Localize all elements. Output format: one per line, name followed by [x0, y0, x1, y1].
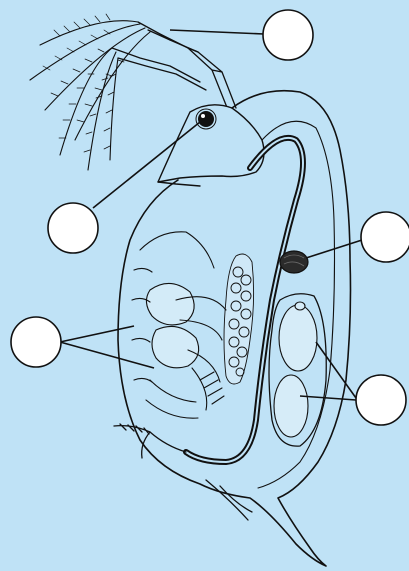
label-legs[interactable]: [11, 317, 61, 367]
label-eggs[interactable]: [356, 375, 406, 425]
thoracic-legs-icon: [132, 232, 226, 418]
label-antenna[interactable]: [263, 10, 313, 60]
heart-icon: [280, 251, 308, 273]
label-heart[interactable]: [361, 212, 409, 262]
ovary-icon: [224, 254, 254, 384]
label-eye[interactable]: [48, 203, 98, 253]
postabdomen-icon: [114, 424, 252, 520]
egg-icon: [274, 302, 317, 437]
compound-eye-icon: [196, 109, 216, 129]
